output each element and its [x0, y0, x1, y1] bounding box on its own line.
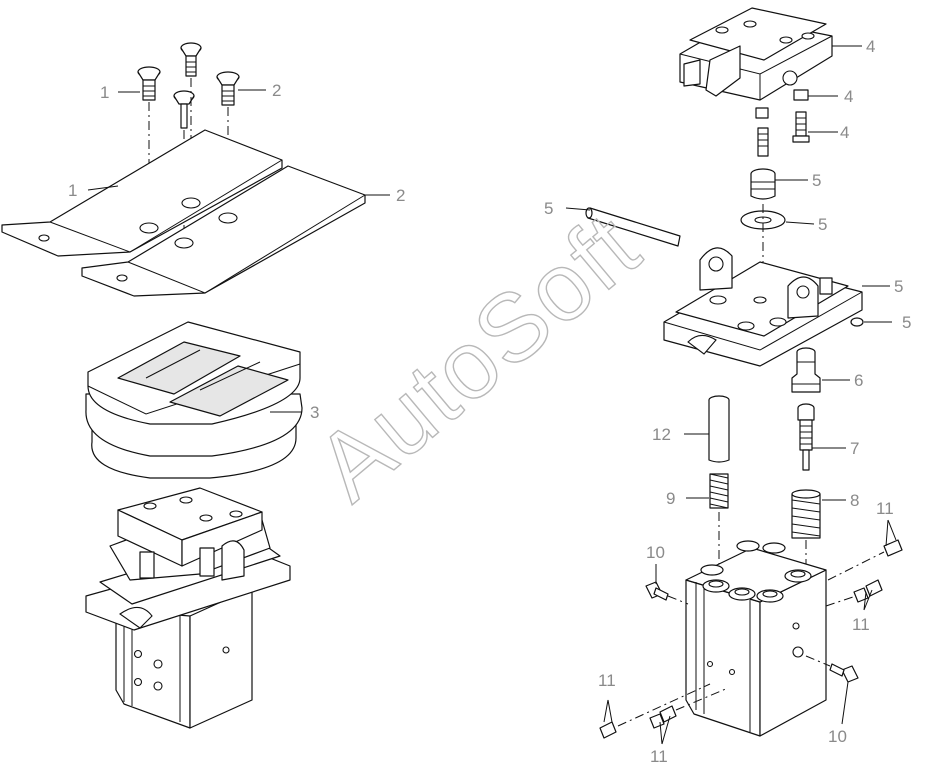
- callout-5: 5: [812, 171, 821, 190]
- callout-6: 6: [854, 371, 863, 390]
- callout-9: 9: [666, 489, 675, 508]
- callout-2: 2: [396, 186, 405, 205]
- leader-lines: [87, 45, 897, 745]
- callout-1: 1: [68, 181, 77, 200]
- rod-5: [585, 207, 681, 247]
- spring-9: [709, 473, 729, 509]
- callout-5: 5: [902, 313, 911, 332]
- spring-8: [791, 489, 821, 539]
- watermark: AutoSoft: [297, 192, 660, 521]
- callout-11: 11: [852, 615, 870, 634]
- plunger-6: [791, 347, 821, 393]
- callout-8: 8: [850, 491, 859, 510]
- base-plate-5: [663, 247, 863, 367]
- callout-numbers: 1 2 1 2 3 4 4 4 5 5 5 5 5 6 12 7 9 8 10 …: [68, 37, 911, 766]
- callout-10: 10: [828, 727, 847, 746]
- nut-and-bolts: [755, 89, 810, 157]
- rubber-boot: [85, 321, 303, 479]
- stem-7: [797, 403, 815, 471]
- valve-body: [685, 540, 827, 737]
- rod-12: [708, 395, 730, 463]
- callout-10: 10: [646, 543, 665, 562]
- top-bracket: [679, 7, 833, 101]
- callout-5: 5: [818, 215, 827, 234]
- screw-2-left: [216, 71, 240, 106]
- callout-12: 12: [652, 425, 671, 444]
- o-ring-5: [850, 317, 864, 327]
- callout-2: 2: [272, 81, 281, 100]
- callout-4: 4: [840, 123, 849, 142]
- assembled-valve-left: [85, 487, 291, 729]
- callout-4: 4: [844, 87, 853, 106]
- callout-4: 4: [866, 37, 875, 56]
- callout-3: 3: [310, 403, 319, 422]
- callout-1: 1: [100, 83, 109, 102]
- screw-long: [173, 90, 195, 129]
- callout-5: 5: [544, 199, 553, 218]
- callout-11: 11: [876, 499, 894, 518]
- pedal-plate-1: [1, 129, 283, 257]
- socket-screw-5: [750, 168, 776, 200]
- pedal-plate-2: [81, 165, 366, 297]
- hardware-10-11: [599, 539, 903, 739]
- screw-top-left: [180, 42, 202, 77]
- screw-1-left: [137, 66, 161, 101]
- callout-5: 5: [894, 277, 903, 296]
- callout-11: 11: [598, 671, 616, 690]
- callout-7: 7: [850, 439, 859, 458]
- callout-11: 11: [650, 747, 668, 766]
